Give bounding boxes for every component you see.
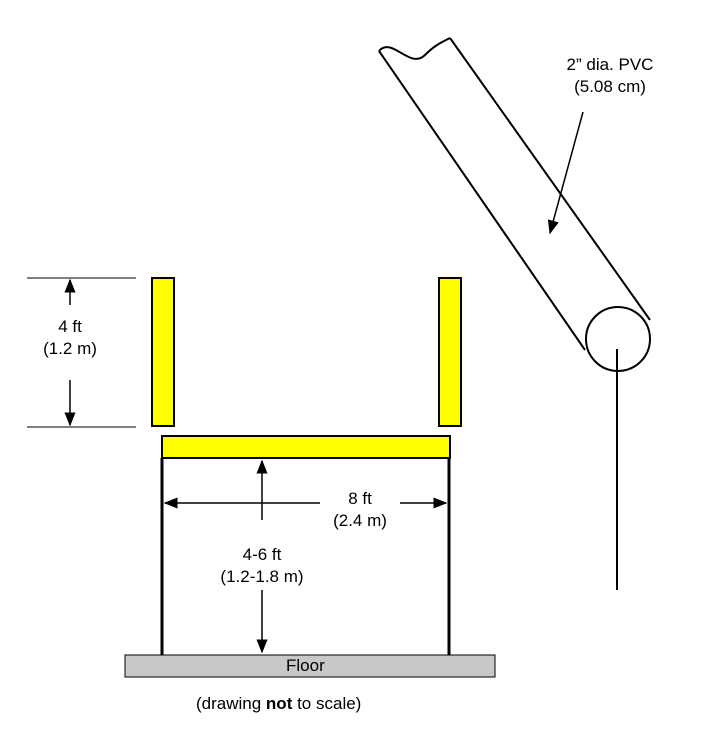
crossbar-width-line1: 8 ft — [348, 489, 372, 508]
upright-height-line1: 4 ft — [58, 317, 82, 336]
crossbar — [161, 435, 451, 459]
caption-prefix: (drawing — [196, 694, 266, 713]
pvc-pipe-body — [378, 37, 651, 351]
upright-height-label: 4 ft (1.2 m) — [15, 316, 125, 360]
pvc-pipe-cut-end — [378, 37, 451, 60]
crossbar-width-label: 8 ft (2.4 m) — [305, 488, 415, 532]
crossbar-height-line1: 4-6 ft — [242, 545, 282, 564]
scale-caption: (drawing not to scale) — [196, 694, 361, 714]
upright-height-line2: (1.2 m) — [43, 339, 97, 358]
floor-slab — [124, 654, 496, 678]
pipe-diameter-line1: 2” dia. PVC — [566, 55, 654, 74]
pipe-callout-arrow — [547, 111, 584, 235]
crossbar-width-line2: (2.4 m) — [333, 511, 387, 530]
left-upright — [151, 277, 175, 427]
pipe-diameter-line2: (5.08 cm) — [574, 77, 646, 96]
right-upright — [438, 277, 462, 427]
caption-emphasis: not — [265, 694, 293, 713]
crossbar-height-label: 4-6 ft (1.2-1.8 m) — [202, 544, 322, 588]
pipe-diameter-label: 2” dia. PVC (5.08 cm) — [550, 54, 670, 98]
floor-label: Floor — [286, 656, 325, 675]
crossbar-height-line2: (1.2-1.8 m) — [220, 567, 304, 586]
caption-suffix: to scale) — [292, 694, 362, 713]
